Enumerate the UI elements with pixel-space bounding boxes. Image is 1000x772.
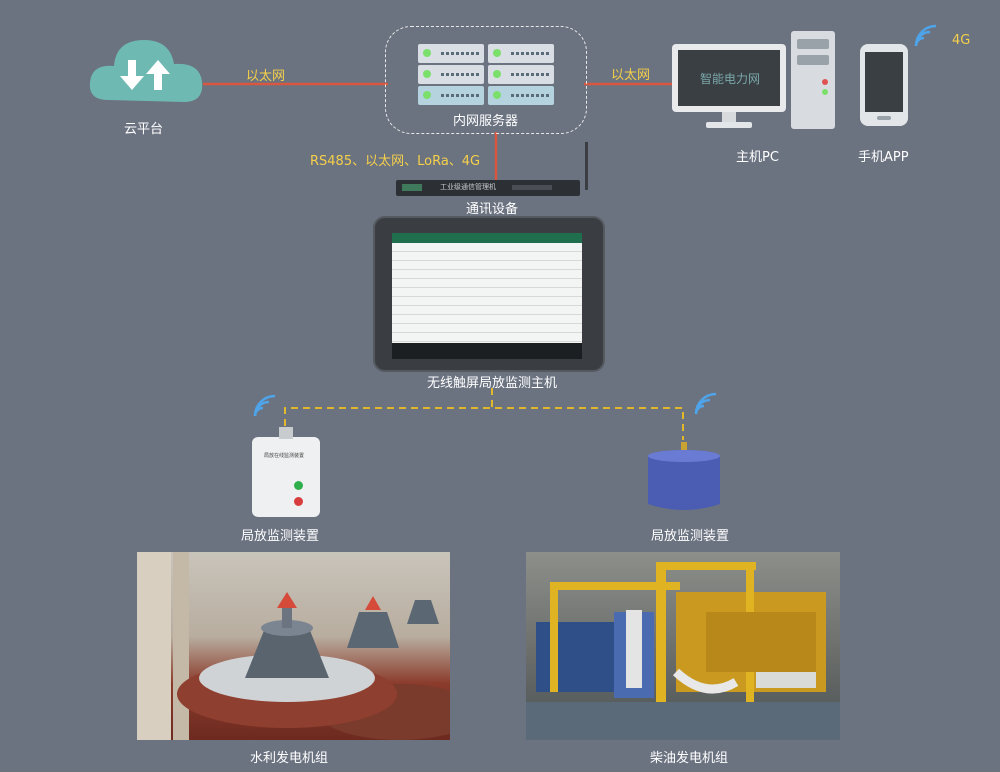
host-label: 无线触屏局放监测主机 [427,376,558,391]
host-screen [392,233,582,359]
device-left-label: 局放监测装置 [241,529,320,544]
wifi-icon [694,392,717,415]
diesel-genset-photo [526,552,840,740]
comm-protocols-label: RS485、以太网、LoRa、4G [310,154,481,169]
monitor-icon: 智能电力网 [672,44,786,130]
pc-label: 主机PC [736,150,779,165]
link-server-pc-label: 以太网 [611,68,651,83]
device-right-label: 局放监测装置 [651,529,730,544]
sensor-icon [648,442,720,510]
comm-label: 通讯设备 [466,202,519,217]
sensor-icon: 局放在线监测装置 [252,427,320,517]
server-label: 内网服务器 [453,114,519,129]
cloud-label: 云平台 [124,122,164,137]
host-tablet [373,216,605,372]
wireless-dashed-line [284,407,684,440]
phone-label: 手机APP [858,150,909,165]
phone-icon [860,44,908,126]
meter-title: 局放在线监测装置 [264,453,305,459]
server-group [385,26,587,134]
cloud-icon [89,40,203,102]
hydro-genset-photo [137,552,450,740]
link-cloud-server-label: 以太网 [246,69,286,84]
comm-device: 工业级通信管理机 [396,180,580,196]
server-icon [418,44,558,106]
cloud-node [88,30,206,110]
comm-antenna [585,142,588,190]
comm-device-plate: 工业级通信管理机 [440,183,496,191]
genset-right-label: 柴油发电机组 [650,751,729,766]
monitor-brand: 智能电力网 [700,72,761,86]
genset-left-label: 水利发电机组 [250,751,329,766]
phone-4g-label: 4G [952,33,971,48]
wifi-icon [253,394,276,417]
tower-icon [791,31,835,129]
wifi-icon [914,24,937,47]
